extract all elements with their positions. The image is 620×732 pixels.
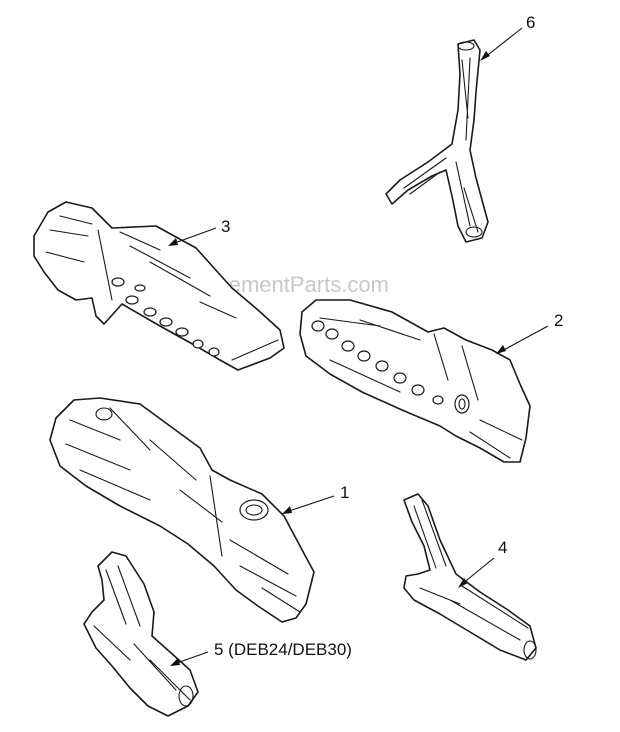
callout-label-1: 1	[340, 483, 349, 502]
callout-label-2: 2	[554, 311, 563, 330]
part-5-log	[83, 551, 199, 717]
leader-line-6	[483, 27, 523, 59]
callout-label-6: 6	[526, 13, 535, 32]
leader-arrow-2	[496, 345, 506, 354]
callout-label-3: 3	[221, 217, 230, 236]
leader-arrow-6	[480, 51, 490, 61]
part-3-log	[33, 201, 285, 371]
leader-arrow-4	[458, 578, 468, 588]
callout-label-4: 4	[498, 538, 507, 557]
part-2-log	[299, 299, 531, 463]
leader-arrow-3	[168, 238, 178, 246]
leader-arrow-5	[170, 658, 180, 666]
leader-line-1	[285, 495, 335, 513]
leader-arrow-1	[282, 506, 292, 514]
callout-label-5: 5 (DEB24/DEB30)	[214, 640, 352, 659]
leader-line-4	[461, 557, 495, 585]
part-6-log	[385, 39, 489, 243]
leader-line-3	[171, 227, 217, 245]
part-4-log	[403, 493, 537, 661]
part-1-log	[49, 397, 315, 623]
leader-line-2	[499, 325, 549, 353]
leader-line-5	[173, 651, 209, 665]
